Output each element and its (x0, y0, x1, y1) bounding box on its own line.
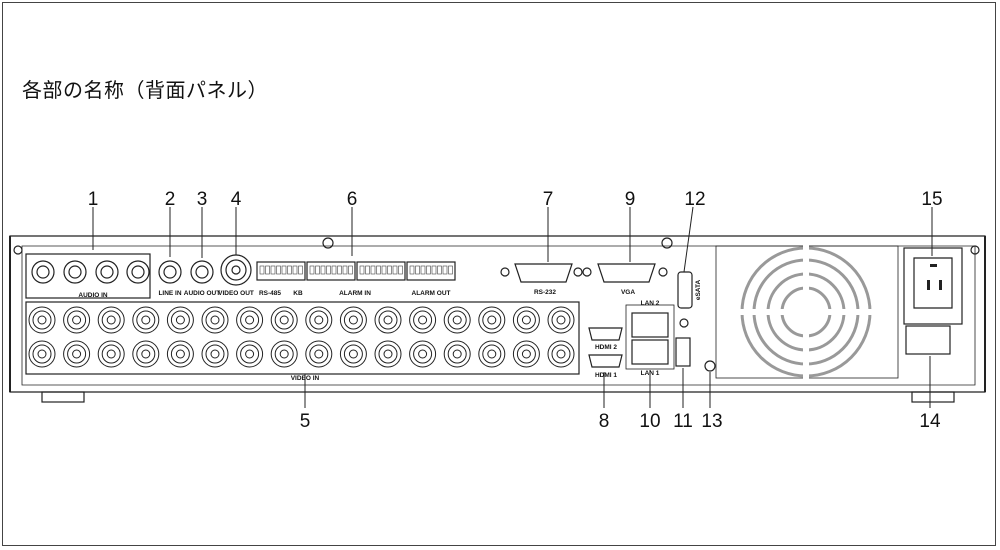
hdmi1-port (588, 354, 623, 368)
label-video-out: VIDEO OUT (218, 290, 254, 297)
chassis-inner (21, 245, 976, 386)
audio-in-module (25, 253, 151, 299)
callout-2: 2 (165, 189, 176, 210)
label-lan1: LAN 1 (641, 370, 660, 377)
callout-4: 4 (231, 189, 242, 210)
video-in-bnc-connector (132, 340, 160, 368)
rs232-port (514, 263, 573, 283)
label-kb: KB (293, 290, 303, 297)
video-in-bnc-connector (339, 340, 367, 368)
callout-6: 6 (347, 189, 358, 210)
video-in-bnc-connector (236, 340, 264, 368)
video-in-bnc-connector (166, 306, 194, 334)
label-alarm-out: ALARM OUT (412, 290, 451, 297)
video-in-bnc-connector (305, 306, 333, 334)
video-in-module (25, 301, 580, 375)
label-audio-out: AUDIO OUT (184, 290, 221, 297)
callout-5: 5 (300, 411, 311, 432)
label-hdmi2: HDMI 2 (595, 344, 617, 351)
alarm-out-terminal (406, 261, 456, 281)
alarm-in-terminal-1 (306, 261, 356, 281)
video-in-bnc-connector (63, 306, 91, 334)
video-in-bnc-connector (270, 306, 298, 334)
label-rs232: RS-232 (534, 289, 556, 296)
label-esata: eSATA (695, 280, 702, 301)
video-in-bnc-connector (305, 340, 333, 368)
video-in-bnc-connector (97, 306, 125, 334)
line-in-connector (158, 260, 182, 284)
vga-port (597, 263, 656, 283)
video-in-bnc-connector (409, 340, 437, 368)
label-hdmi1: HDMI 1 (595, 372, 617, 379)
video-in-bnc-connector (409, 306, 437, 334)
video-in-bnc-connector (512, 306, 540, 334)
callout-10: 10 (639, 411, 660, 432)
label-lan2: LAN 2 (641, 300, 660, 307)
page-title: 各部の名称（背面パネル） (22, 78, 268, 102)
video-in-bnc-connector (478, 340, 506, 368)
video-in-bnc-connector (28, 340, 56, 368)
callout-13: 13 (701, 411, 722, 432)
video-in-bnc-connector (547, 340, 575, 368)
video-in-bnc-connector (132, 306, 160, 334)
callout-3: 3 (197, 189, 208, 210)
callout-15: 15 (921, 189, 942, 210)
esata-port (677, 271, 693, 309)
alarm-in-terminal-2 (356, 261, 406, 281)
video-in-bnc-connector (270, 340, 298, 368)
label-vga: VGA (621, 289, 635, 296)
callout-8: 8 (599, 411, 610, 432)
video-in-bnc-connector (97, 340, 125, 368)
label-rs485: RS-485 (259, 290, 281, 297)
video-in-bnc-connector (547, 306, 575, 334)
video-in-bnc-connector (166, 340, 194, 368)
callout-12: 12 (684, 189, 705, 210)
callout-14: 14 (919, 411, 941, 432)
video-in-bnc-connector (478, 306, 506, 334)
rs485-terminal (256, 261, 306, 281)
video-in-bnc-connector (201, 306, 229, 334)
lan2-port (631, 312, 669, 338)
video-in-bnc-connector (201, 340, 229, 368)
label-audio-in: AUDIO IN (78, 292, 108, 299)
video-in-bnc-connectors (28, 306, 575, 368)
label-line-in: LINE IN (158, 290, 181, 297)
label-alarm-in: ALARM IN (339, 290, 371, 297)
usb-port (675, 337, 691, 367)
video-in-bnc-connector (63, 340, 91, 368)
callout-7: 7 (543, 189, 554, 210)
video-in-bnc-connector (512, 340, 540, 368)
callout-1: 1 (88, 189, 99, 210)
power-switch (905, 325, 951, 355)
leader-lines (92, 206, 933, 408)
callout-9: 9 (625, 189, 636, 210)
lan1-port (631, 339, 669, 365)
power-inlet-housing (903, 247, 963, 325)
foot-right (911, 391, 955, 403)
video-in-bnc-connector (339, 306, 367, 334)
ground-terminal (704, 360, 716, 372)
audio-out-connector (190, 260, 214, 284)
video-in-bnc-connector (28, 306, 56, 334)
video-in-bnc-connector (443, 340, 471, 368)
audio-in-connectors (31, 260, 150, 284)
label-video-in: VIDEO IN (291, 375, 320, 382)
video-in-bnc-connector (374, 340, 402, 368)
foot-left (41, 391, 85, 403)
video-in-bnc-connector (374, 306, 402, 334)
callout-11: 11 (673, 411, 693, 432)
power-inlet (913, 257, 953, 309)
video-in-bnc-connector (443, 306, 471, 334)
hdmi2-port (588, 327, 623, 341)
video-in-bnc-connector (236, 306, 264, 334)
